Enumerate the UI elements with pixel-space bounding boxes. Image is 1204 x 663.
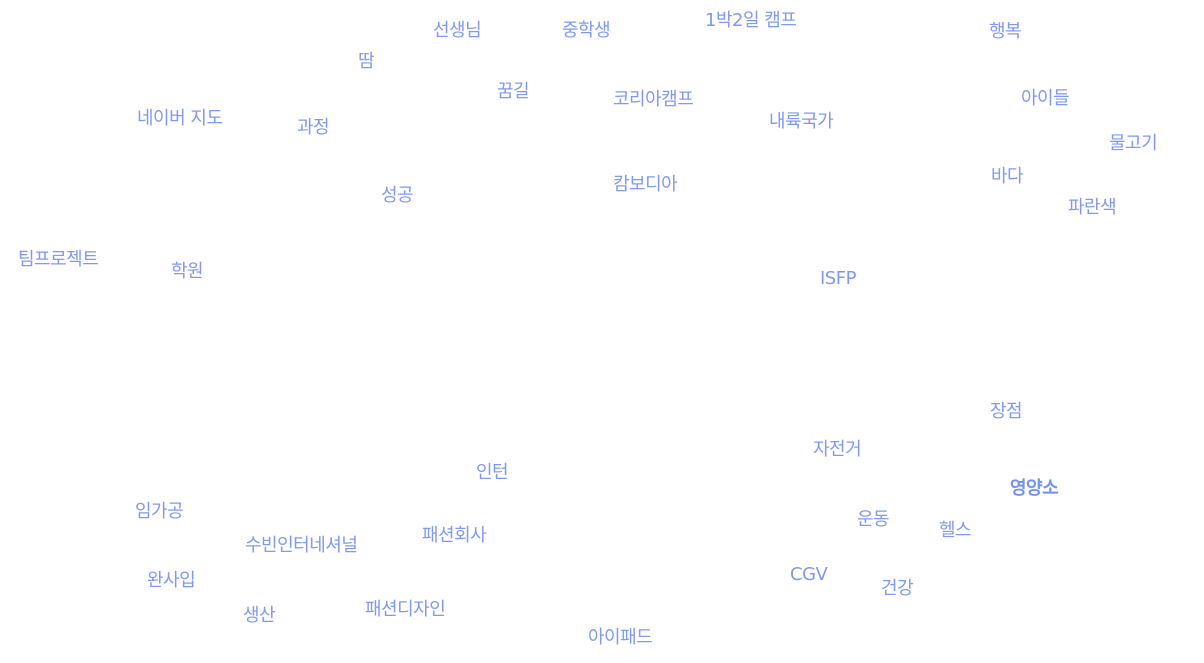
word[interactable]: 성공 xyxy=(381,185,414,206)
word[interactable]: 꿈길 xyxy=(497,81,530,102)
word[interactable]: CGV xyxy=(790,564,828,585)
word[interactable]: 건강 xyxy=(881,578,914,599)
word[interactable]: 자전거 xyxy=(813,439,862,460)
word[interactable]: 운동 xyxy=(857,509,890,530)
word[interactable]: 선생님 xyxy=(433,20,482,41)
word[interactable]: 코리아캠프 xyxy=(613,89,694,110)
word[interactable]: 바다 xyxy=(991,166,1024,187)
word[interactable]: 패션회사 xyxy=(422,525,487,546)
word[interactable]: 팀프로젝트 xyxy=(18,249,99,270)
word[interactable]: 임가공 xyxy=(135,501,184,522)
word[interactable]: 파란색 xyxy=(1068,197,1117,218)
word[interactable]: ISFP xyxy=(820,268,856,289)
word[interactable]: 학원 xyxy=(171,261,204,282)
word[interactable]: 장점 xyxy=(990,401,1023,422)
word[interactable]: 1박2일 캠프 xyxy=(705,10,797,31)
word[interactable]: 아이들 xyxy=(1021,88,1070,109)
word[interactable]: 패션디자인 xyxy=(365,599,446,620)
word[interactable]: 과정 xyxy=(297,117,330,138)
word[interactable]: 땀 xyxy=(358,51,375,72)
word[interactable]: 생산 xyxy=(243,605,276,626)
word[interactable]: 네이버 지도 xyxy=(137,108,223,129)
word[interactable]: 헬스 xyxy=(939,520,972,541)
word[interactable]: 내륙국가 xyxy=(769,111,834,132)
word[interactable]: 중학생 xyxy=(562,20,611,41)
word[interactable]: 인턴 xyxy=(476,462,509,483)
word[interactable]: 완사입 xyxy=(147,570,196,591)
word-emphasized[interactable]: 영양소 xyxy=(1010,478,1059,499)
word[interactable]: 아이패드 xyxy=(588,627,653,648)
word[interactable]: 캄보디아 xyxy=(613,174,678,195)
word[interactable]: 물고기 xyxy=(1109,133,1158,154)
word[interactable]: 수빈인터네셔널 xyxy=(245,535,358,556)
word[interactable]: 행복 xyxy=(989,21,1022,42)
